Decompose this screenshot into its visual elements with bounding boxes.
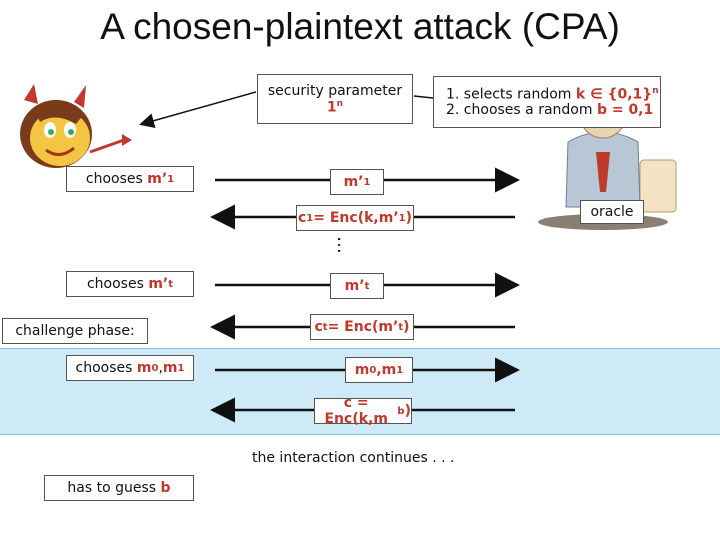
oracle-steps-box: 1. selects random k ∈ {0,1}n 2. chooses …: [433, 76, 661, 128]
security-parameter-value: 1n: [326, 98, 344, 116]
adversary-chooses-m1: chooses m’1: [66, 166, 194, 192]
oracle-step-2: 2. chooses a random b = 0,1: [446, 102, 654, 119]
adversary-guess-box: has to guess b: [44, 475, 194, 501]
message-m1-label: m’1: [330, 169, 384, 195]
message-mt-label: m’t: [330, 273, 384, 299]
security-parameter-label: security parameter: [267, 82, 403, 99]
security-parameter-box: security parameter 1n: [257, 74, 413, 124]
interaction-continues-text: the interaction continues . . .: [252, 450, 455, 466]
oracle-step-1: 1. selects random k ∈ {0,1}n: [446, 85, 659, 103]
oracle-label: oracle: [590, 204, 634, 220]
slide-title: A chosen-plaintext attack (CPA): [100, 6, 620, 47]
challenge-phase-label: challenge phase:: [2, 318, 148, 344]
arrow-security-to-adversary: [139, 91, 257, 128]
devil-adversary-icon: [20, 84, 132, 168]
oracle-label-box: oracle: [580, 200, 644, 224]
ellipsis-vertical: …: [333, 236, 354, 254]
adversary-chooses-mt: chooses m’t: [66, 271, 194, 297]
